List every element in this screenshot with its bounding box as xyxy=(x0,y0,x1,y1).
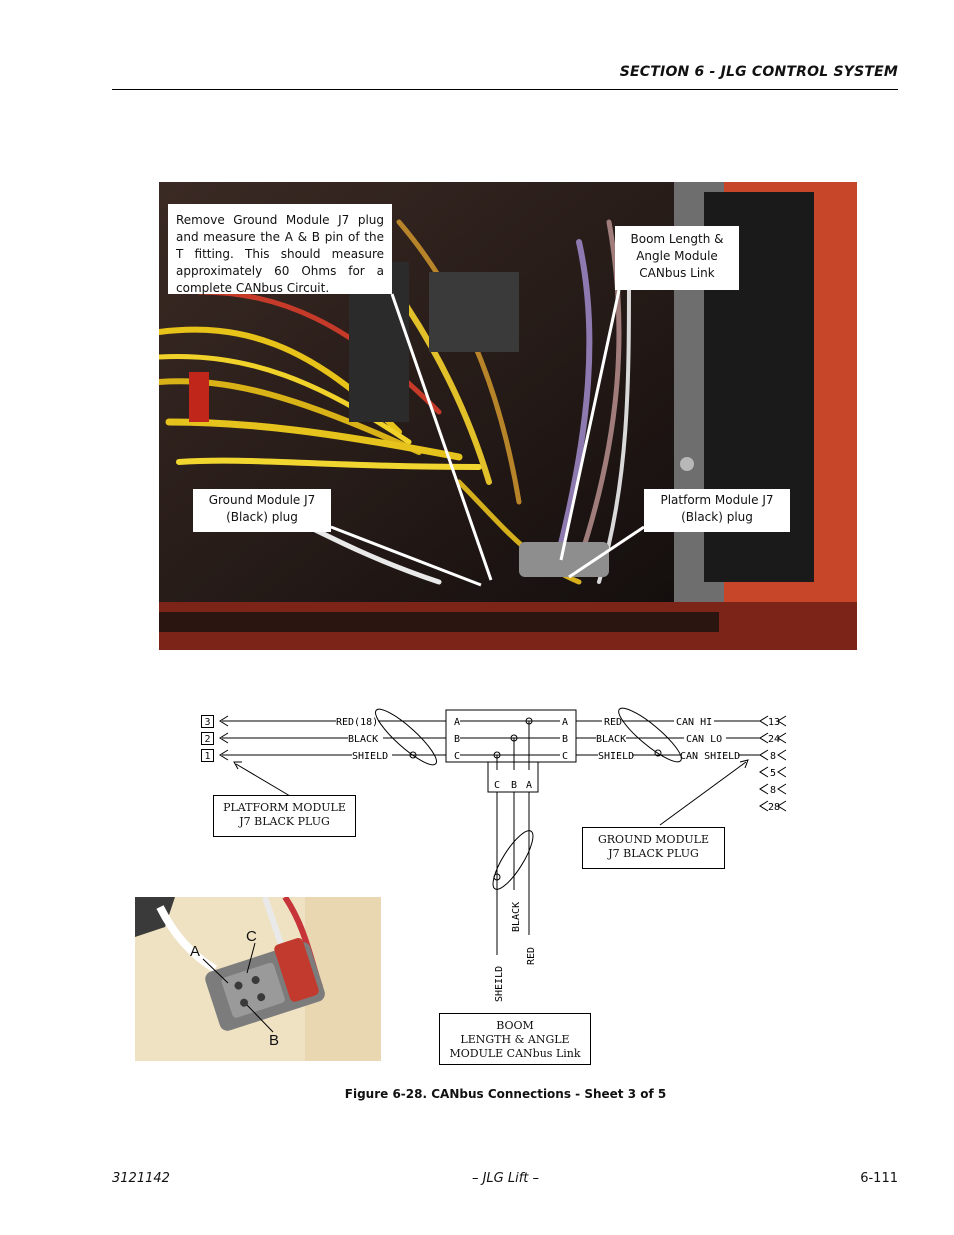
boom-module-box: BOOM LENGTH & ANGLE MODULE CANbus Link xyxy=(439,1013,591,1065)
callout-remove-ground-plug: Remove Ground Module J7 plug and measure… xyxy=(168,204,392,295)
ground-pin-24: 24 xyxy=(768,734,780,745)
callout-platform-line1: Platform Module J7 xyxy=(660,493,774,507)
section-title: SECTION 6 - JLG CONTROL SYSTEM xyxy=(619,64,898,80)
callout-platform-module: Platform Module J7 (Black) plug xyxy=(644,489,790,532)
callout-platform-line2: (Black) plug xyxy=(681,510,753,524)
ground-box-line1: GROUND MODULE xyxy=(597,833,709,846)
footer-page-number: 6-111 xyxy=(860,1171,898,1186)
platform-module-box: PLATFORM MODULE J7 BLACK PLUG xyxy=(213,795,356,837)
callout-ground-line1: Ground Module J7 xyxy=(208,493,316,507)
boom-box-line3: MODULE CANbus Link xyxy=(449,1047,581,1060)
tee-left-pin-b: B xyxy=(454,734,460,745)
left-wire-red-label: RED(18) xyxy=(336,717,378,728)
connector-photo-illustration xyxy=(135,897,381,1061)
bottom-wire-black-label: BLACK xyxy=(511,902,522,932)
tee-bottom-pin-a: A xyxy=(526,780,532,791)
callout-leader-lines xyxy=(330,289,645,587)
connector-label-b: B xyxy=(269,1032,280,1049)
ground-pin-5: 5 xyxy=(770,768,776,779)
platform-pin-1: 1 xyxy=(201,749,214,762)
callout-boom-canbus: Boom Length & Angle Module CANbus Link xyxy=(615,226,739,290)
footer-center: – JLG Lift – xyxy=(471,1171,540,1186)
left-wire-shield-label: SHIELD xyxy=(352,751,388,762)
boom-box-line1: BOOM xyxy=(496,1019,534,1032)
right-wire-black-label: BLACK xyxy=(596,734,626,745)
tee-right-pin-c: C xyxy=(562,751,568,762)
figure-caption: Figure 6-28. CANbus Connections - Sheet … xyxy=(344,1087,667,1101)
tee-right-pin-a: A xyxy=(562,717,568,728)
callout-boom-line2: Angle Module xyxy=(636,249,718,263)
can-lo-label: CAN LO xyxy=(686,734,722,745)
can-hi-label: CAN HI xyxy=(676,717,712,728)
ground-module-box: GROUND MODULE J7 BLACK PLUG xyxy=(582,827,725,869)
bottom-wire-shield-label: SHEILD xyxy=(494,966,505,1002)
callout-ground-line2: (Black) plug xyxy=(226,510,298,524)
tee-left-pin-c: C xyxy=(454,751,460,762)
tee-bottom-pin-b: B xyxy=(511,780,517,791)
wiring-photo: Remove Ground Module J7 plug and measure… xyxy=(159,182,857,650)
left-wire-black-label: BLACK xyxy=(348,734,378,745)
connector-label-a: A xyxy=(190,943,201,960)
ground-pin-8a: 8 xyxy=(770,751,776,762)
callout-boom-line1: Boom Length & xyxy=(630,232,724,246)
ground-pin-8b: 8 xyxy=(770,785,776,796)
tee-bottom-pin-c: C xyxy=(494,780,500,791)
platform-pin-3: 3 xyxy=(201,715,214,728)
platform-box-line2: J7 BLACK PLUG xyxy=(239,815,330,828)
ground-box-line2: J7 BLACK PLUG xyxy=(608,847,699,860)
can-shield-label: CAN SHIELD xyxy=(680,751,740,762)
right-wire-red-label: RED xyxy=(604,717,622,728)
tee-right-pin-b: B xyxy=(562,734,568,745)
footer-doc-number: 3121142 xyxy=(112,1171,170,1186)
header-rule xyxy=(112,89,898,90)
ground-pin-28: 28 xyxy=(768,802,780,813)
connector-photo: A C B xyxy=(135,897,381,1061)
connector-label-c: C xyxy=(246,928,257,945)
bottom-wire-red-label: RED xyxy=(526,947,537,965)
canbus-schematic: RED(18) BLACK SHIELD A B C A B C C B A R… xyxy=(219,707,787,1002)
callout-ground-module: Ground Module J7 (Black) plug xyxy=(193,489,331,532)
boom-box-line2: LENGTH & ANGLE xyxy=(460,1033,570,1046)
callout-boom-line3: CANbus Link xyxy=(639,266,715,280)
platform-pin-2: 2 xyxy=(201,732,214,745)
platform-box-line1: PLATFORM MODULE xyxy=(223,801,346,814)
ground-pin-13: 13 xyxy=(768,717,780,728)
tee-left-pin-a: A xyxy=(454,717,460,728)
right-wire-shield-label: SHIELD xyxy=(598,751,634,762)
